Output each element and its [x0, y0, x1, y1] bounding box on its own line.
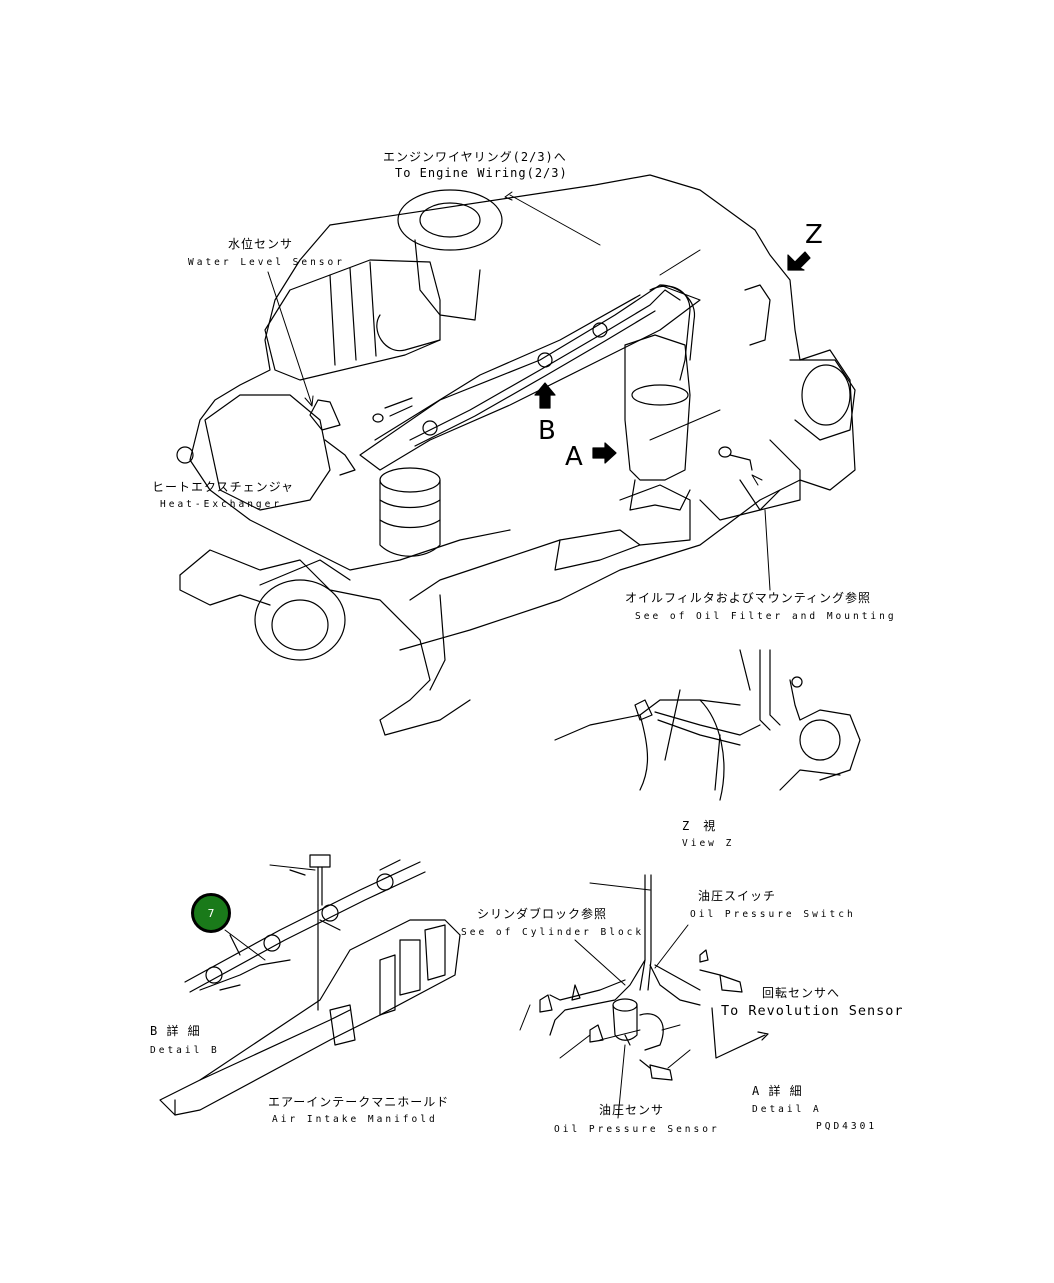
water-level-label-en: Water Level Sensor — [188, 257, 345, 268]
view-letter-z: Z — [805, 220, 823, 250]
view-z-inset — [554, 649, 861, 801]
water-level-label-jp: 水位センサ — [228, 237, 294, 251]
revolution-sensor-label-jp: 回転センサへ — [762, 986, 841, 1000]
engine-wiring-label-jp: エンジンワイヤリング(2/3)へ — [383, 150, 567, 164]
detail-leader-lines — [224, 864, 691, 1119]
heat-exchanger-label-en: Heat-Exchanger — [160, 499, 283, 510]
heat-exchanger-label-jp: ヒートエクスチェンジャ — [152, 480, 295, 494]
oil-pressure-sensor-label-en: Oil Pressure Sensor — [554, 1124, 720, 1135]
oil-pressure-switch-label-en: Oil Pressure Switch — [690, 909, 856, 920]
cylinder-block-label-jp: シリンダブロック参照 — [477, 907, 608, 921]
oil-filter-label-jp: オイルフィルタおよびマウンティング参照 — [625, 591, 872, 605]
air-intake-label-en: Air Intake Manifold — [272, 1114, 438, 1125]
detail-a-label-jp: A 詳 細 — [752, 1084, 803, 1098]
view-z-label-en: View Z — [682, 838, 735, 849]
part-callout-7-button[interactable]: 7 — [191, 893, 231, 933]
view-letter-b: B — [538, 416, 556, 446]
detail-b-label-en: Detail B — [150, 1045, 220, 1056]
oil-pressure-switch-label-jp: 油圧スイッチ — [698, 889, 777, 903]
view-letter-a: A — [565, 442, 583, 472]
drawing-number: PQD4301 — [816, 1121, 878, 1132]
detail-a-label-en: Detail A — [752, 1104, 822, 1115]
oil-filter-label-en: See of Oil Filter and Mounting — [635, 611, 897, 622]
detail-b-label-jp: B 詳 細 — [150, 1024, 201, 1038]
view-arrows — [534, 251, 811, 464]
main-leader-lines — [267, 191, 771, 591]
part-callout-number: 7 — [207, 906, 215, 920]
revolution-sensor-label-en: To Revolution Sensor — [721, 1003, 904, 1019]
engine-assembly — [176, 174, 856, 736]
air-intake-label-jp: エアーインテークマニホールド — [268, 1095, 450, 1109]
arrow-z-icon — [787, 251, 811, 271]
oil-pressure-sensor-label-jp: 油圧センサ — [599, 1103, 665, 1117]
arrow-a-icon — [592, 442, 617, 464]
engine-wiring-label-en: To Engine Wiring(2/3) — [395, 166, 568, 180]
cylinder-block-label-en: See of Cylinder Block — [461, 927, 645, 938]
detail-b-view — [159, 854, 461, 1116]
view-z-label-jp: Z 視 — [682, 819, 717, 833]
arrow-b-icon — [534, 382, 556, 409]
detail-a-view — [539, 874, 769, 1081]
